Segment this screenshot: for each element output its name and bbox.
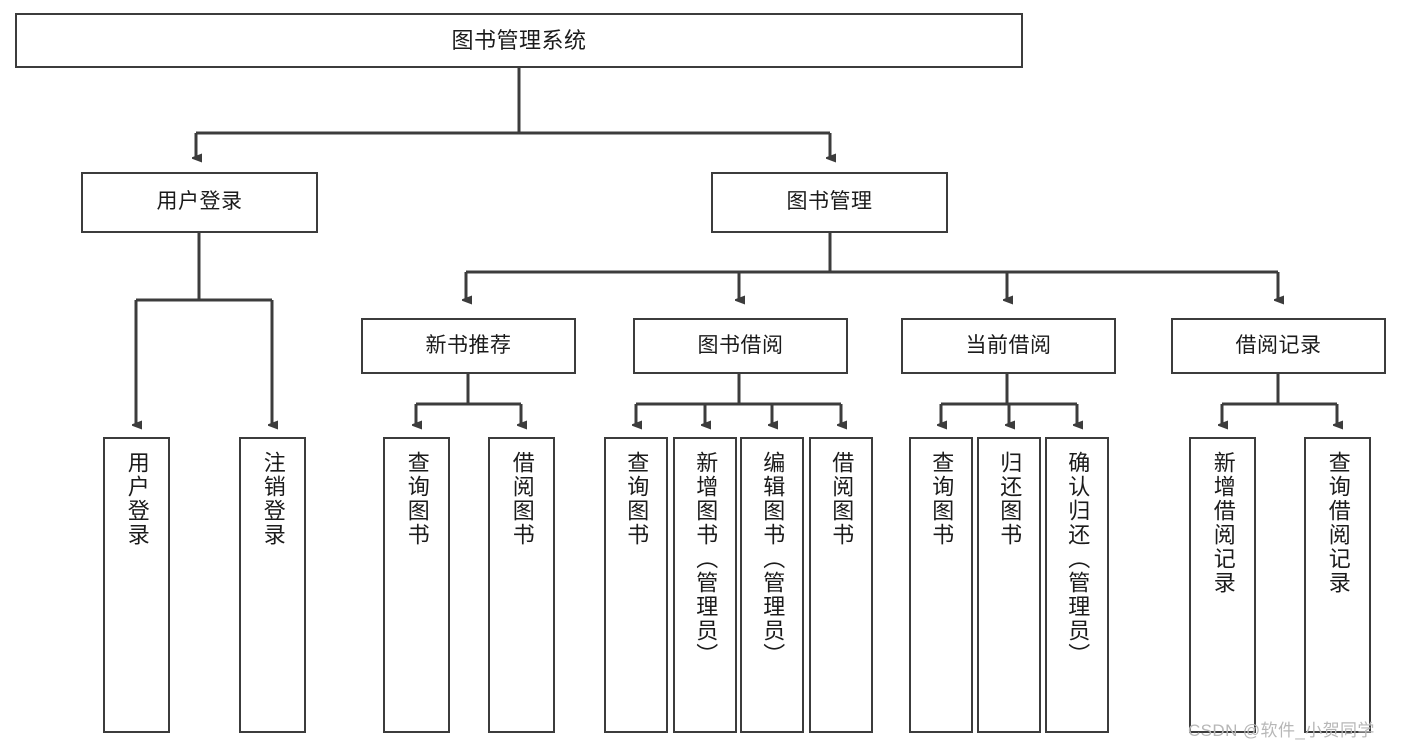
node-book-borrow-label: 图书借阅 [697,333,784,357]
node-leaf-borrow-book-1-label: 借阅图书 [509,451,535,547]
node-leaf-add-book-label: 新增图书（管理员） [693,451,719,667]
watermark: CSDN @软件_小贺同学 [1188,721,1375,740]
node-leaf-return-book[interactable]: 归还图书 [977,437,1041,733]
node-leaf-edit-book-label: 编辑图书（管理员） [760,451,786,667]
node-leaf-confirm-return-label: 确认归还（管理员） [1065,451,1091,667]
node-leaf-user-login-label: 用户登录 [124,451,150,547]
node-leaf-confirm-return[interactable]: 确认归还（管理员） [1045,437,1109,733]
node-borrow-record-label: 借阅记录 [1235,333,1322,357]
node-leaf-query-book-1-label: 查询图书 [404,451,430,547]
node-leaf-logout-login-label: 注销登录 [260,451,286,547]
node-leaf-borrow-book-2-label: 借阅图书 [829,451,855,547]
node-leaf-query-book-2[interactable]: 查询图书 [604,437,668,733]
node-new-book-recommend[interactable]: 新书推荐 [361,318,576,374]
node-leaf-query-record-label: 查询借阅记录 [1325,451,1351,595]
node-leaf-add-book[interactable]: 新增图书（管理员） [673,437,737,733]
node-user-login[interactable]: 用户登录 [81,172,318,233]
node-current-borrow-label: 当前借阅 [965,333,1052,357]
node-leaf-logout-login[interactable]: 注销登录 [239,437,306,733]
node-book-borrow[interactable]: 图书借阅 [633,318,848,374]
node-leaf-query-book-3-label: 查询图书 [929,451,955,547]
node-leaf-borrow-book-2[interactable]: 借阅图书 [809,437,873,733]
node-leaf-query-book-3[interactable]: 查询图书 [909,437,973,733]
node-borrow-record[interactable]: 借阅记录 [1171,318,1386,374]
node-leaf-query-book-2-label: 查询图书 [624,451,650,547]
node-new-book-recommend-label: 新书推荐 [425,333,512,357]
node-leaf-borrow-book-1[interactable]: 借阅图书 [488,437,555,733]
node-leaf-return-book-label: 归还图书 [997,451,1023,547]
node-book-manage-label: 图书管理 [786,190,873,214]
node-book-manage[interactable]: 图书管理 [711,172,948,233]
node-leaf-query-book-1[interactable]: 查询图书 [383,437,450,733]
node-leaf-add-record[interactable]: 新增借阅记录 [1189,437,1256,733]
node-user-login-label: 用户登录 [156,190,243,214]
node-root-label: 图书管理系统 [451,27,587,53]
node-root[interactable]: 图书管理系统 [15,13,1023,68]
node-leaf-add-record-label: 新增借阅记录 [1210,451,1236,595]
node-leaf-edit-book[interactable]: 编辑图书（管理员） [740,437,804,733]
node-leaf-user-login[interactable]: 用户登录 [103,437,170,733]
node-current-borrow[interactable]: 当前借阅 [901,318,1116,374]
node-leaf-query-record[interactable]: 查询借阅记录 [1304,437,1371,733]
